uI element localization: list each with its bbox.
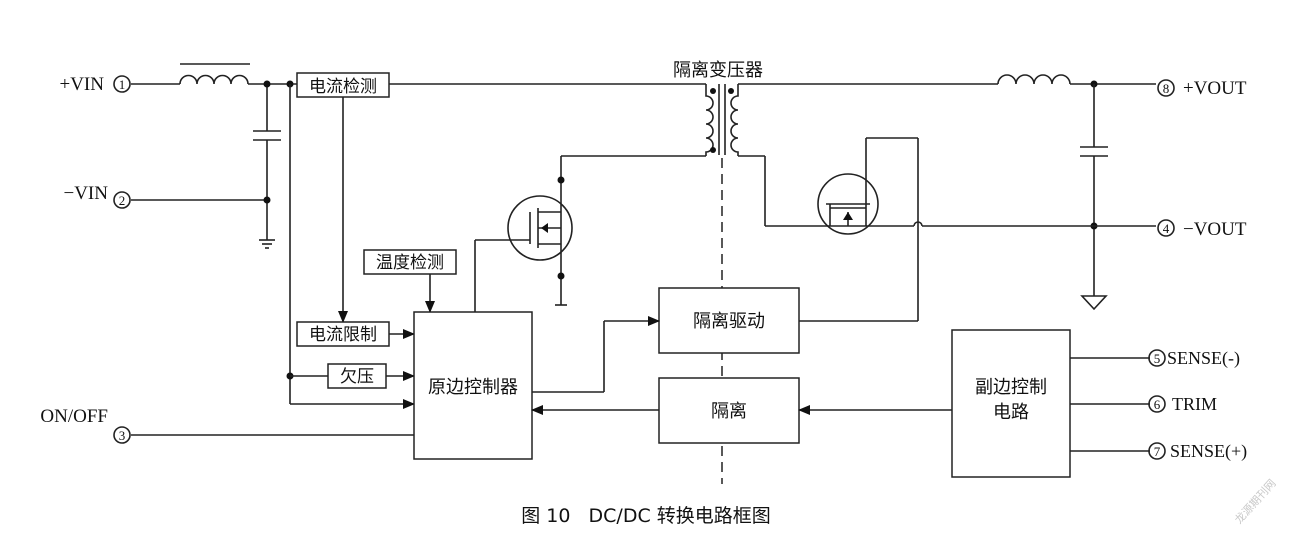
vin-neg-label: −VIN xyxy=(64,183,109,204)
secondary-control-box xyxy=(951,329,1071,478)
trim-label: TRIM xyxy=(1172,394,1217,414)
input-section xyxy=(131,63,415,436)
transformer-label: 隔离变压器 xyxy=(673,60,763,81)
undervoltage-box xyxy=(327,363,387,389)
vout-pos-label: +VOUT xyxy=(1183,78,1247,99)
sense-pos-label: SENSE(+) xyxy=(1170,441,1247,462)
isolation-label: 隔离 xyxy=(711,401,747,422)
figure-caption: 图 10 DC/DC 转换电路框图 xyxy=(521,505,771,527)
svg-text:3: 3 xyxy=(119,428,126,443)
pin-7-icon xyxy=(1148,442,1166,460)
current-detect-label: 电流检测 xyxy=(309,77,377,97)
vout-neg-label: −VOUT xyxy=(1183,219,1247,240)
pin-4-icon xyxy=(1157,219,1175,237)
temp-detect-box xyxy=(363,249,457,275)
svg-text:8: 8 xyxy=(1163,81,1170,96)
temp-detect-label: 温度检测 xyxy=(376,253,444,273)
transformer-icon xyxy=(705,84,739,156)
current-detect-box xyxy=(296,72,390,98)
svg-text:6: 6 xyxy=(1154,397,1161,412)
input-inductor xyxy=(179,74,249,85)
undervoltage-label: 欠压 xyxy=(340,367,374,387)
isolation-box xyxy=(658,377,800,444)
ground-symbol-output xyxy=(1080,295,1108,311)
svg-text:2: 2 xyxy=(119,193,126,208)
pin-5-icon xyxy=(1148,349,1166,367)
svg-text:7: 7 xyxy=(1154,444,1161,459)
on-off-label: ON/OFF xyxy=(40,406,108,427)
pin-3-icon xyxy=(113,426,131,444)
secondary-mosfet-icon xyxy=(817,137,919,321)
sense-neg-label: SENSE(-) xyxy=(1167,348,1240,369)
isolated-drive-label: 隔离驱动 xyxy=(693,311,765,332)
pin-6-icon xyxy=(1148,395,1166,413)
pin-1-icon xyxy=(113,75,131,93)
primary-mosfet-icon xyxy=(474,155,706,312)
svg-text:1: 1 xyxy=(119,77,126,92)
output-section xyxy=(738,74,1156,311)
pin-2-icon xyxy=(113,191,131,209)
primary-controller-label: 原边控制器 xyxy=(428,377,518,398)
vin-pos-label: +VIN xyxy=(60,74,105,95)
secondary-control-label-1: 副边控制 xyxy=(975,377,1047,398)
primary-controller-box xyxy=(413,311,533,460)
svg-text:4: 4 xyxy=(1163,221,1170,236)
isolated-drive-box xyxy=(658,287,800,354)
current-limit-label: 电流限制 xyxy=(309,325,377,345)
watermark: 龙源期刊网 xyxy=(1231,476,1278,526)
pin-8-icon xyxy=(1157,79,1175,97)
svg-text:5: 5 xyxy=(1154,351,1161,366)
secondary-control-label-2: 电路 xyxy=(993,402,1029,423)
